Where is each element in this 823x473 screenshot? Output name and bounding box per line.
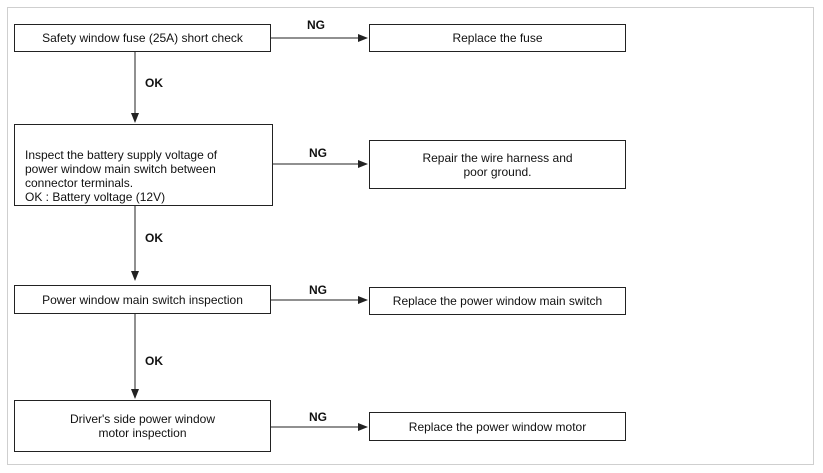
ok-label-main-switch: OK [145, 354, 163, 368]
check-text-battery-voltage: Inspect the battery supply voltage of po… [25, 148, 218, 204]
ng-label-driver-motor: NG [309, 410, 327, 424]
action-text-fuse: Replace the fuse [452, 31, 543, 45]
check-text-driver-motor: Driver's side power window motor inspect… [69, 412, 215, 440]
diagram-frame [7, 7, 814, 465]
action-box-motor: Replace the power window motor [369, 412, 626, 441]
action-text-wire-harness: Repair the wire harness and poor ground. [422, 150, 573, 179]
check-text-main-switch: Power window main switch inspection [42, 292, 243, 307]
ok-label-battery-voltage: OK [145, 231, 163, 245]
ok-label-fuse: OK [145, 76, 163, 90]
ng-label-battery-voltage: NG [309, 146, 327, 160]
ng-label-main-switch: NG [309, 283, 327, 297]
check-box-main-switch: Power window main switch inspection [14, 285, 271, 314]
action-box-fuse: Replace the fuse [369, 24, 626, 52]
check-text-fuse: Safety window fuse (25A) short check [42, 31, 243, 45]
action-text-motor: Replace the power window motor [408, 419, 587, 434]
action-text-main-switch: Replace the power window main switch [392, 294, 603, 308]
ng-label-fuse: NG [307, 18, 325, 32]
check-box-battery-voltage: Inspect the battery supply voltage of po… [14, 124, 273, 206]
check-box-fuse: Safety window fuse (25A) short check [14, 24, 271, 52]
action-box-main-switch: Replace the power window main switch [369, 287, 626, 315]
action-box-wire-harness: Repair the wire harness and poor ground. [369, 140, 626, 189]
check-box-driver-motor: Driver's side power window motor inspect… [14, 400, 271, 452]
